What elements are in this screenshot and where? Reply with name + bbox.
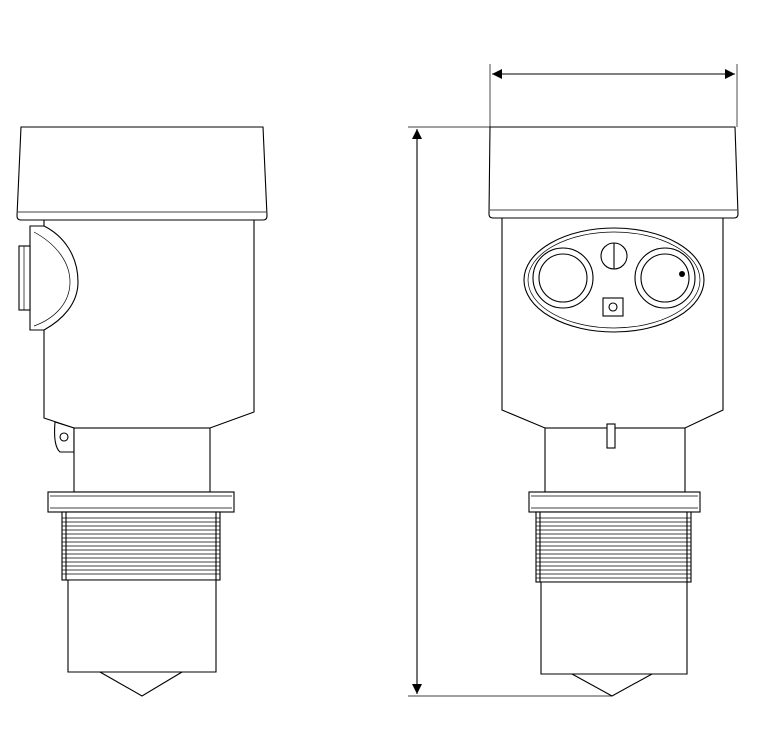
side-view xyxy=(16,126,268,697)
side-flange xyxy=(47,491,235,513)
front-thread xyxy=(535,511,692,583)
side-thread-lines xyxy=(62,517,220,575)
side-cone-tip xyxy=(97,671,184,697)
side-display-bulge xyxy=(29,225,79,331)
height-dimension xyxy=(408,126,612,697)
side-neck xyxy=(73,427,211,493)
front-flange xyxy=(528,491,701,513)
front-thread-lines xyxy=(536,517,691,579)
side-cap xyxy=(16,126,268,221)
side-connector-tab xyxy=(18,245,31,311)
front-lower-body xyxy=(540,581,688,675)
width-dimension xyxy=(489,64,738,127)
front-cap xyxy=(488,126,739,219)
side-lower-body xyxy=(67,579,217,673)
front-view xyxy=(488,126,739,697)
front-cone-tip xyxy=(571,673,653,697)
